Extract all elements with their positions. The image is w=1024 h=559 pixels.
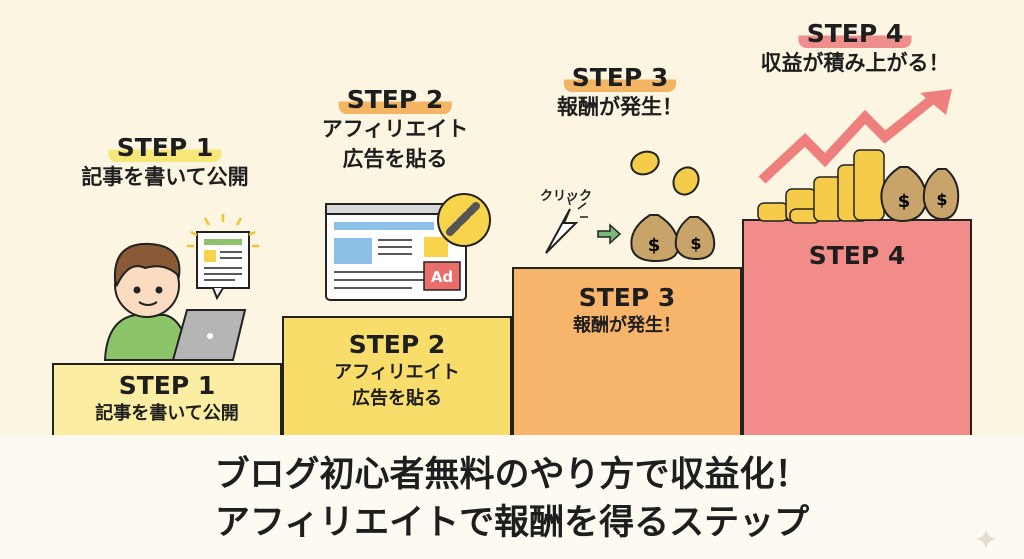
dollar-icon: $ bbox=[936, 190, 947, 209]
step2-block-text-1: アフィリエイト bbox=[334, 362, 460, 383]
step3-block-label: STEP 3 bbox=[578, 283, 676, 312]
step2-heading-label: STEP 2 bbox=[338, 86, 452, 114]
click-reward-illustration: $ $ bbox=[545, 150, 716, 263]
browser-ad-illustration: Ad bbox=[325, 193, 491, 301]
page-title-line-1: ブログ初心者無料のやり方で収益化！ bbox=[214, 455, 810, 495]
step4-heading-label: STEP 4 bbox=[798, 20, 912, 48]
step3-block: STEP 3 報酬が発生！ bbox=[512, 267, 742, 435]
article-bubble-icon bbox=[196, 231, 250, 301]
step3-heading: STEP 3 報酬が発生！ bbox=[557, 64, 683, 122]
click-burst-icon bbox=[567, 196, 588, 218]
step3-block-text: 報酬が発生！ bbox=[573, 315, 681, 336]
step2-heading-text-1: アフィリエイト bbox=[321, 117, 469, 141]
step1-block-text: 記事を書いて公開 bbox=[95, 403, 239, 424]
sparkle-lines-icon bbox=[187, 214, 259, 248]
dollar-icon: $ bbox=[648, 235, 661, 256]
step1-heading-text: 記事を書いて公開 bbox=[81, 165, 249, 189]
growth-illustration: $ $ bbox=[757, 89, 960, 224]
step3-heading-text: 報酬が発生！ bbox=[557, 95, 683, 119]
arrow-right-icon bbox=[597, 223, 622, 245]
coin-icon bbox=[630, 150, 700, 196]
step4-heading-text: 収益が積み上がる！ bbox=[760, 51, 950, 75]
sparkle-icon bbox=[975, 528, 997, 550]
money-bag-icon bbox=[880, 166, 960, 223]
step2-block: STEP 2 アフィリエイト 広告を貼る bbox=[282, 316, 512, 435]
cursor-icon bbox=[545, 208, 579, 254]
step2-block-text-2: 広告を貼る bbox=[352, 388, 442, 409]
page-title-line-2: アフィリエイトで報酬を得るステップ bbox=[214, 503, 810, 543]
money-bag-icon bbox=[630, 214, 716, 263]
step2-heading: STEP 2 アフィリエイト 広告を貼る bbox=[322, 86, 469, 174]
title-band bbox=[0, 435, 1024, 559]
step4-heading: STEP 4 収益が積み上がる！ bbox=[761, 20, 950, 78]
dollar-icon: $ bbox=[898, 191, 911, 212]
step3-heading-label: STEP 3 bbox=[563, 64, 677, 92]
link-icon bbox=[437, 193, 491, 247]
step4-block: STEP 4 bbox=[742, 219, 972, 435]
step1-heading: STEP 1 記事を書いて公開 bbox=[81, 134, 248, 192]
step2-block-label: STEP 2 bbox=[348, 330, 446, 359]
step1-block: STEP 1 記事を書いて公開 bbox=[52, 363, 282, 435]
writer-illustration bbox=[103, 214, 259, 361]
ad-label: Ad bbox=[431, 268, 453, 286]
step2-heading-text-2: 広告を貼る bbox=[342, 147, 448, 171]
ad-badge bbox=[423, 261, 461, 291]
laptop-icon bbox=[171, 309, 247, 361]
click-label: クリック bbox=[540, 189, 593, 204]
growth-arrow-icon bbox=[758, 93, 939, 184]
dollar-icon: $ bbox=[690, 234, 701, 253]
step1-heading-label: STEP 1 bbox=[108, 134, 222, 162]
step4-block-label: STEP 4 bbox=[808, 241, 906, 270]
step1-block-label: STEP 1 bbox=[118, 371, 216, 400]
person-icon bbox=[103, 242, 192, 361]
